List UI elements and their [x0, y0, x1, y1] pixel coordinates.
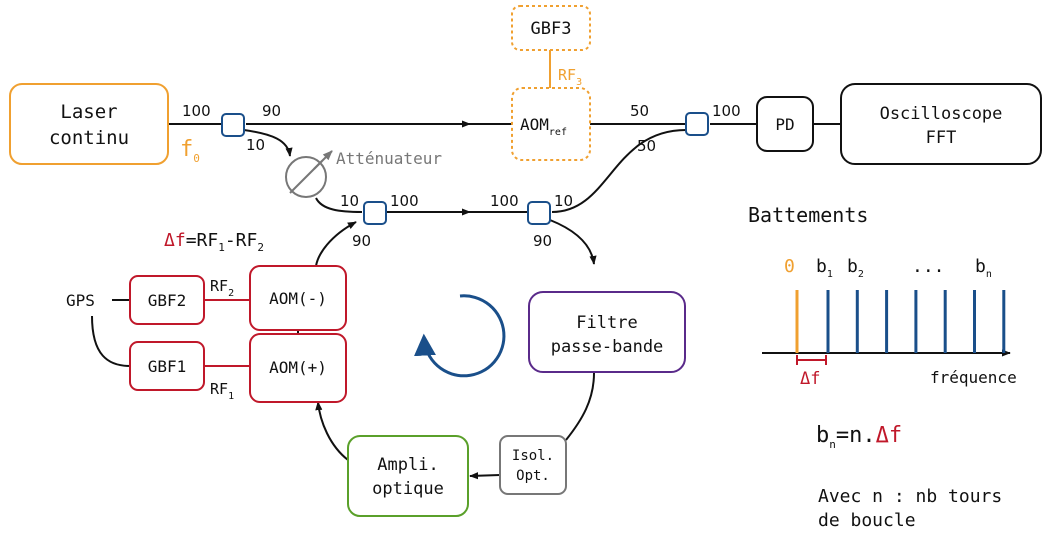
oscilloscope-label-2: FFT [926, 128, 957, 148]
coupler-ratio-labels: 100 90 10 10 100 90 100 10 90 50 50 100 [182, 102, 741, 250]
component-boxes [9, 5, 1042, 517]
fiber-aomminus-c2 [315, 221, 357, 267]
ratio-c3-out-loop: 90 [533, 232, 552, 250]
amplifier-label-1: Ampli. [377, 455, 438, 475]
coupler-1 [221, 113, 245, 137]
aomminus-box [249, 265, 347, 331]
ratio-c2-in-main: 100 [390, 192, 419, 210]
delta-formula: Δf=RF1-RF2 [164, 230, 264, 254]
oscilloscope-label-1: Oscilloscope [880, 104, 1003, 124]
ratio-c3-in: 100 [490, 192, 519, 210]
pd-label: PD [775, 115, 794, 134]
beat-label-bn: bn [975, 256, 992, 280]
note-line-1: Avec n : nb tours [818, 486, 1002, 507]
beat-x-label: fréquence [930, 368, 1017, 387]
beat-zero-label: 0 [784, 256, 795, 277]
beat-label-dots: ... [912, 256, 945, 277]
fiber-c3-c4 [551, 129, 687, 213]
aomminus-label: AOM(-) [269, 289, 327, 308]
amplifier-label-2: optique [372, 479, 444, 499]
laser-label-2: continu [49, 127, 129, 149]
gbf3-box [511, 5, 591, 51]
isolator-box [499, 435, 567, 495]
aomref-label: AOMref [520, 115, 567, 138]
gps-label: GPS [66, 291, 95, 310]
rf-lines [91, 50, 551, 367]
filter-box [528, 291, 686, 373]
oscilloscope-box [840, 83, 1042, 165]
fiber-paths [168, 120, 841, 480]
fiber-amp-aomplus [315, 401, 349, 461]
fiber-att-c2 [315, 197, 363, 213]
f0-label: f0 [180, 137, 200, 165]
beat-lines [826, 290, 1006, 353]
rf1-label: RF1 [210, 380, 234, 402]
rf2-label: RF2 [210, 277, 234, 299]
gps-gbf1-line [91, 315, 131, 367]
attenuator-label: Atténuateur [336, 149, 442, 168]
amplifier-box [347, 435, 469, 517]
laser-label-1: Laser [60, 101, 117, 123]
gbf2-label: GBF2 [148, 291, 187, 310]
beat-label-b2: b2 [847, 256, 864, 280]
attenuator-arrow [313, 150, 333, 170]
gbf3-label: GBF3 [531, 19, 572, 39]
circulation-arrow-icon [414, 294, 506, 378]
ratio-c2-out-loop: 90 [352, 232, 371, 250]
beat-label-b1: b1 [816, 256, 833, 280]
ratio-c1-out-main: 90 [262, 102, 281, 120]
beat-spectrum: Battements 0 b1 b2 ... bn Δf fréquence b… [748, 203, 1017, 531]
gbf2-box [129, 275, 205, 325]
couplers [221, 112, 709, 225]
formula-bn: bn=n.Δf [816, 423, 902, 451]
note-line-2: de boucle [818, 510, 916, 531]
aomplus-box [249, 333, 347, 403]
fiber-c1-tap [243, 129, 293, 157]
aomplus-label: AOM(+) [269, 358, 327, 377]
ratio-c4-out: 100 [712, 102, 741, 120]
filter-label-1: Filtre [576, 313, 637, 333]
fiber-filter-iso [565, 372, 595, 441]
component-labels: Laser continu f0 GBF3 RF3 AOMref PD Osci… [49, 19, 1002, 499]
ratio-c1-out-tap: 10 [246, 136, 265, 154]
pd-box [756, 96, 814, 152]
ratio-c4-in-ref: 50 [630, 102, 649, 120]
ratio-c1-in: 100 [182, 102, 211, 120]
aomref-box [511, 87, 591, 161]
ratio-c4-in-tap: 50 [637, 137, 656, 155]
ratio-c3-out-tap: 10 [554, 192, 573, 210]
attenuator [285, 150, 333, 198]
coupler-4 [685, 112, 709, 136]
filter-label-2: passe-bande [551, 337, 664, 357]
ratio-c2-in-loop: 10 [340, 192, 359, 210]
laser-box [9, 83, 169, 165]
coupler-2 [363, 201, 387, 225]
fiber-iso-amp [469, 472, 501, 480]
beat-delta-label: Δf [800, 369, 820, 389]
rf3-label: RF3 [558, 66, 582, 88]
gbf1-box [129, 341, 205, 391]
coupler-3 [527, 201, 551, 225]
gbf1-label: GBF1 [148, 357, 187, 376]
beat-title: Battements [748, 203, 868, 227]
isolator-label-2: Opt. [516, 468, 550, 484]
isolator-label-1: Isol. [512, 448, 554, 464]
fiber-c3-filter [549, 219, 597, 265]
